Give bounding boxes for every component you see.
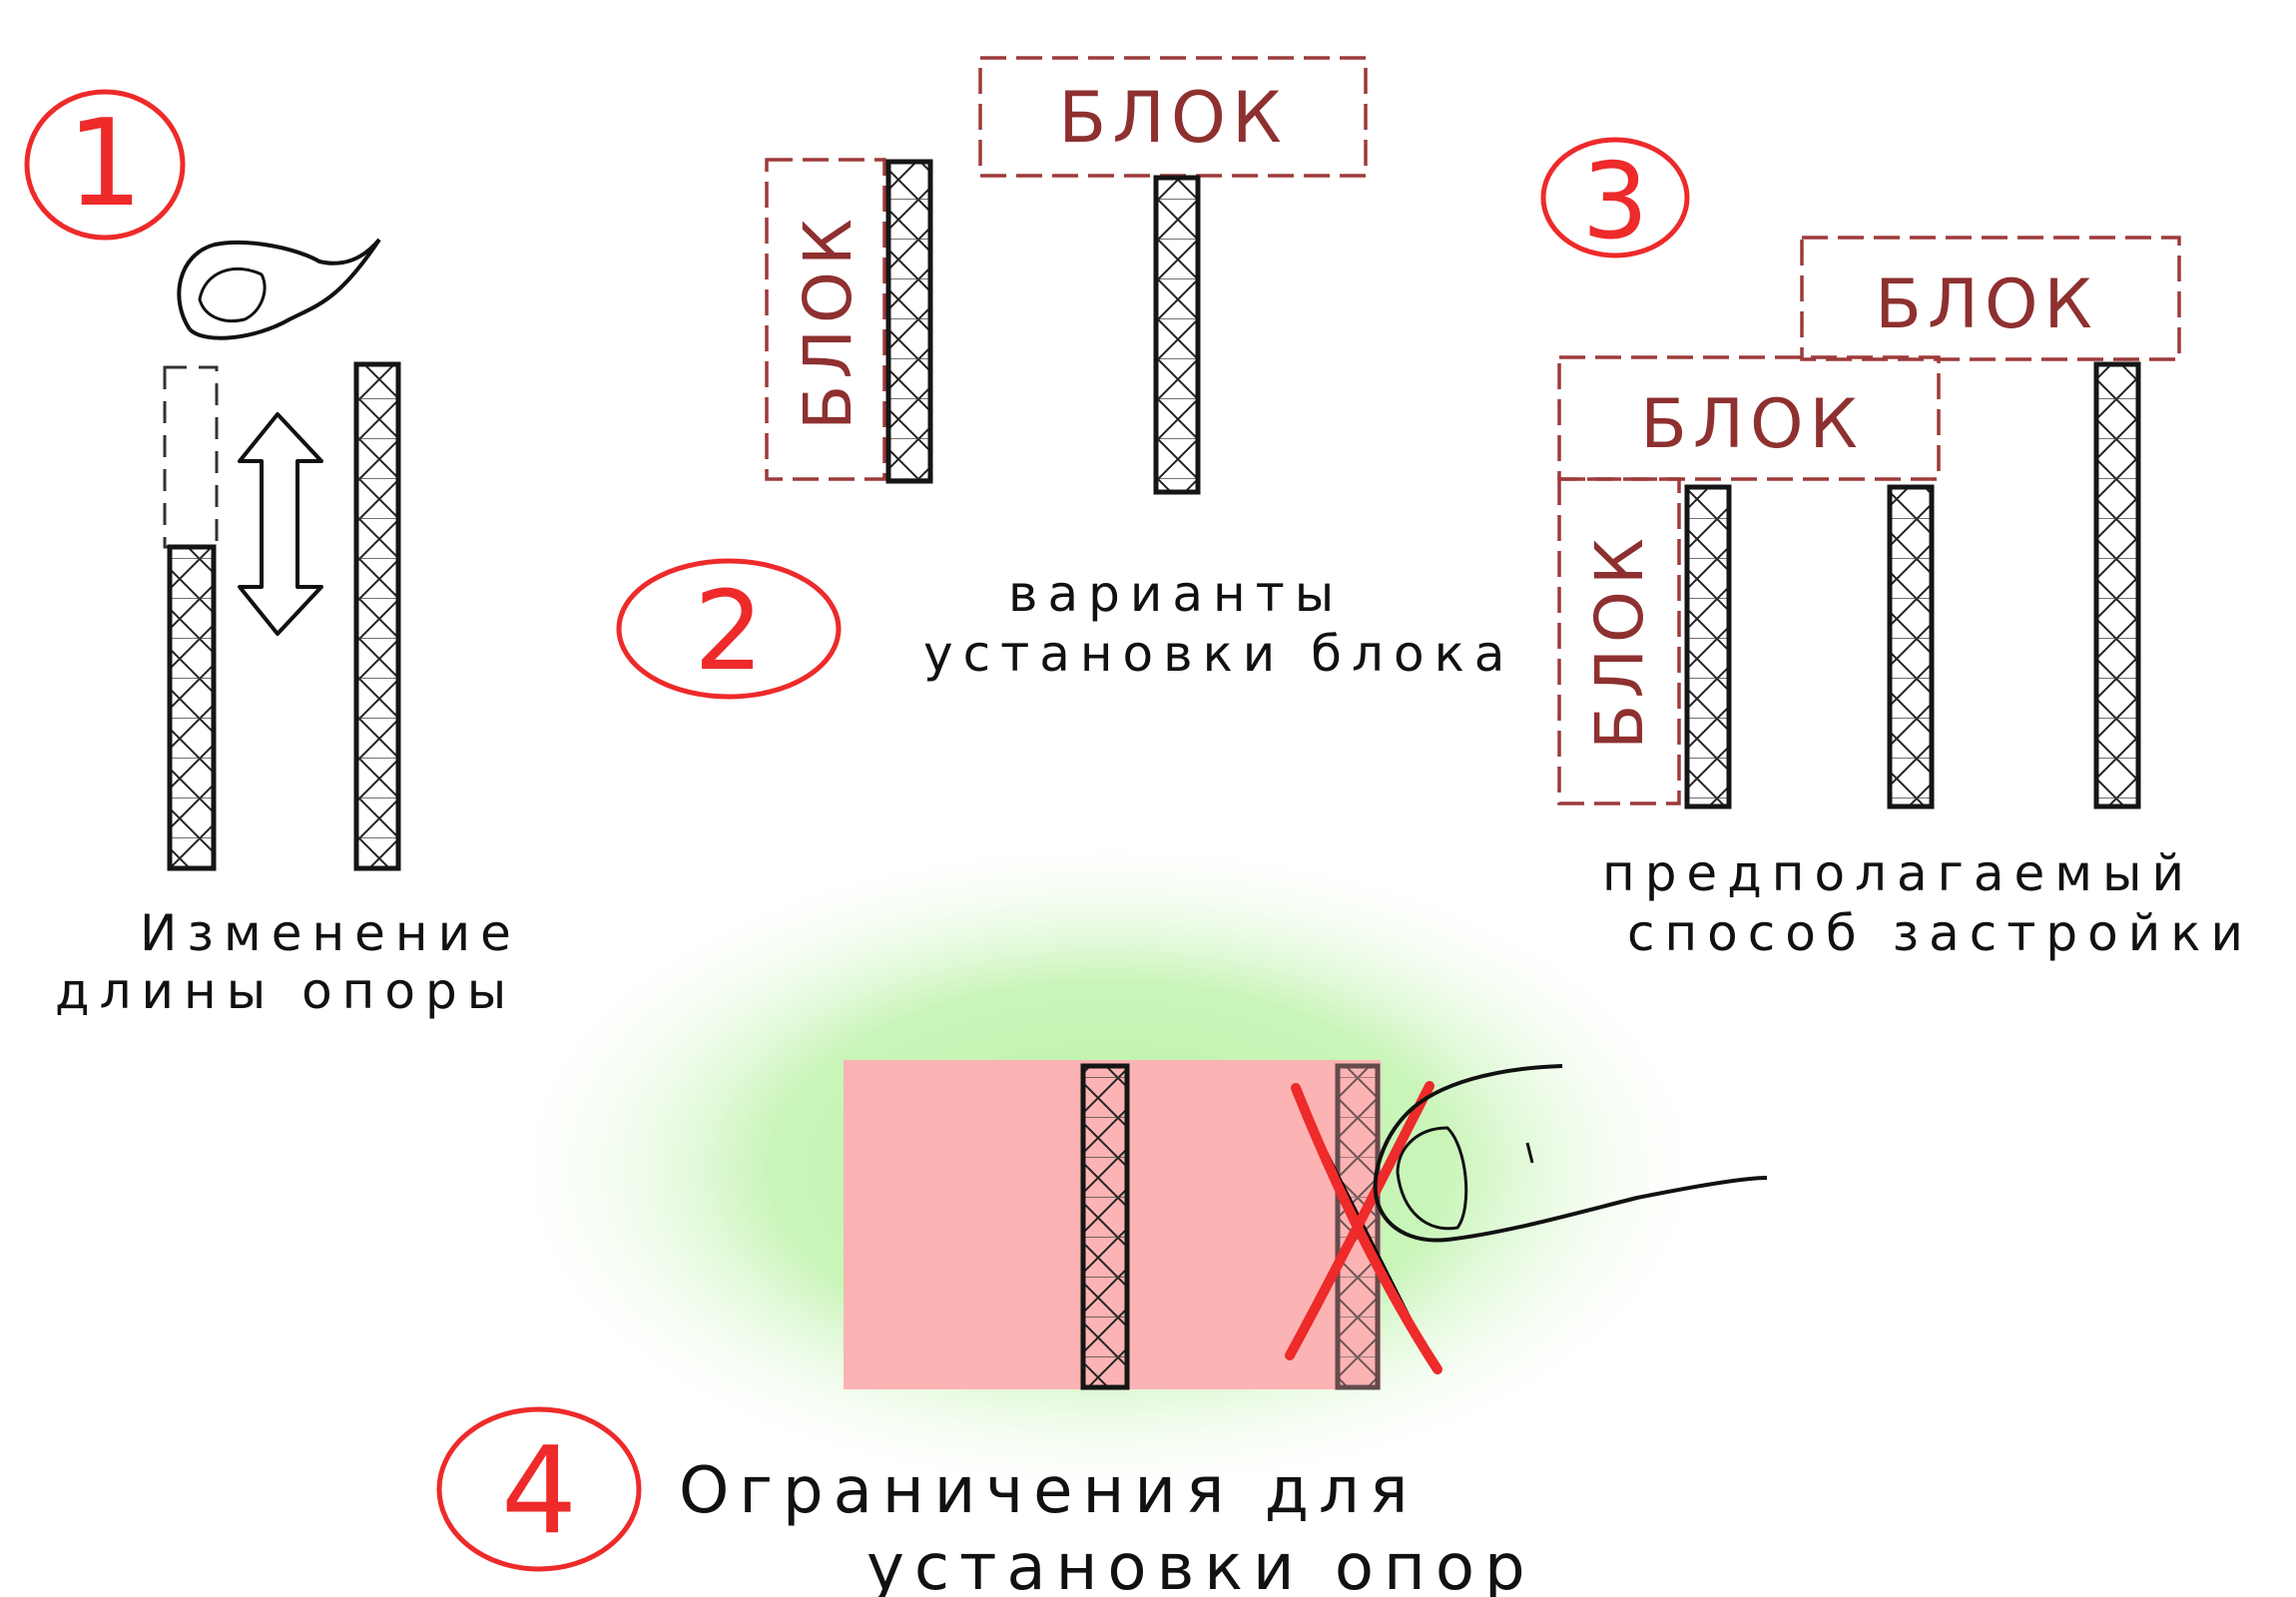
step2-block-label-top: БЛОК <box>1058 77 1287 159</box>
step3-number: 3 <box>1582 141 1649 263</box>
step3-number-badge: 3 <box>1540 137 1690 263</box>
step4-caption-line1: Ограничения для <box>679 1454 1418 1528</box>
step1-caption-line2: длины опоры <box>55 962 516 1020</box>
truss-post-icon <box>1684 484 1732 809</box>
truss-post-icon <box>1153 175 1201 495</box>
step1-number: 1 <box>67 95 143 234</box>
step3-caption-line1: предполагаемый <box>1602 844 2194 902</box>
step3-caption-line2: способ застройки <box>1627 904 2253 962</box>
truss-post-icon <box>353 361 401 871</box>
step3-block-label-top: БЛОК <box>1875 266 2098 344</box>
step2-caption-line1: варианты <box>1008 565 1344 623</box>
truss-post-icon <box>167 544 217 871</box>
step3-block-label-middle: БЛОК <box>1640 385 1864 464</box>
block-vertical-outline <box>1557 477 1681 805</box>
cross-mark-icon <box>1285 1081 1442 1374</box>
post-ghost-extension <box>163 365 219 549</box>
step2-number-badge: 2 <box>616 558 842 700</box>
step3-block-label-vertical: БЛОК <box>1581 532 1658 750</box>
truss-post-icon <box>2093 361 2141 809</box>
step3-group: 3 БЛОК БЛОК БЛОК предполагаемый способ з… <box>1540 137 2253 962</box>
step1-group: 1 Изменение длины опоры <box>24 89 521 1020</box>
step4-caption-line2: установки опор <box>866 1531 1535 1597</box>
step4-number: 4 <box>501 1422 577 1561</box>
step4-group: 4 Ограничения для установки опор <box>436 828 1768 1597</box>
block-upper-outline <box>1800 236 2181 361</box>
step2-caption-line2: установки блока <box>923 625 1514 683</box>
truss-post-icon <box>885 159 933 484</box>
step4-number-badge: 4 <box>436 1406 642 1572</box>
truss-post-icon <box>1887 484 1935 809</box>
double-arrow-icon <box>238 412 323 636</box>
block-middle-outline <box>1557 355 1941 481</box>
step2-number: 2 <box>694 567 764 695</box>
truss-post-icon <box>1080 1063 1130 1390</box>
step2-block-label-vertical: БЛОК <box>790 213 866 430</box>
finger-icon <box>177 238 381 340</box>
step1-number-badge: 1 <box>24 89 186 241</box>
step1-caption-line1: Изменение <box>140 904 521 962</box>
block-side-outline <box>765 158 886 481</box>
finger-icon <box>1373 1064 1768 1243</box>
step2-group: БЛОК БЛОК 2 варианты установки блока <box>616 56 1514 700</box>
